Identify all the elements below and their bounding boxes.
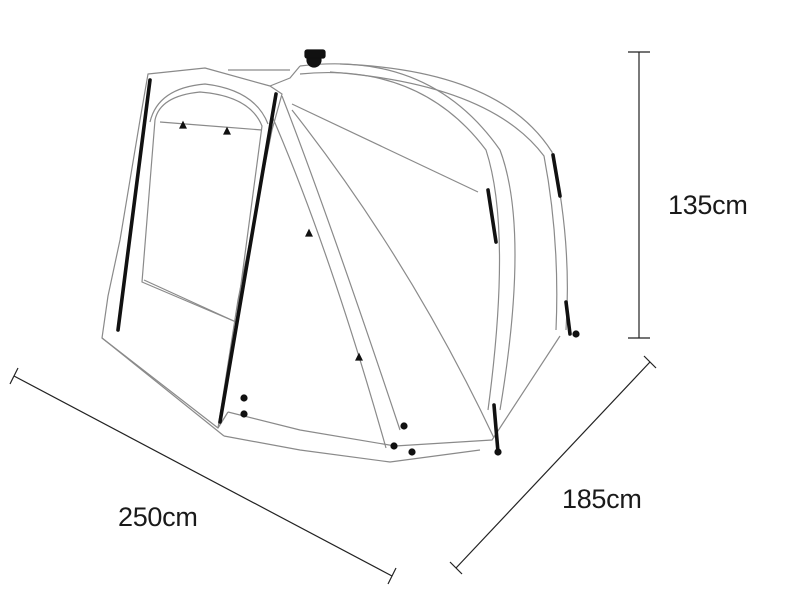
width-label: 185cm (562, 484, 642, 514)
tent-outline (101, 63, 568, 463)
arch-pole-segment (486, 188, 498, 244)
front-pole-left (116, 78, 152, 332)
front-pole-right (218, 92, 278, 424)
tent-details (179, 49, 580, 456)
length-dimension-line (13, 375, 393, 577)
width-dimension-line (455, 361, 651, 569)
dimension-lines (9, 51, 657, 585)
rear-pole-segment (551, 153, 562, 198)
rear-pole-foot (564, 300, 572, 336)
length-label: 250cm (118, 502, 198, 532)
height-label: 135cm (668, 190, 748, 220)
arch-pole-foot (492, 403, 500, 454)
tent-frame (116, 78, 572, 454)
